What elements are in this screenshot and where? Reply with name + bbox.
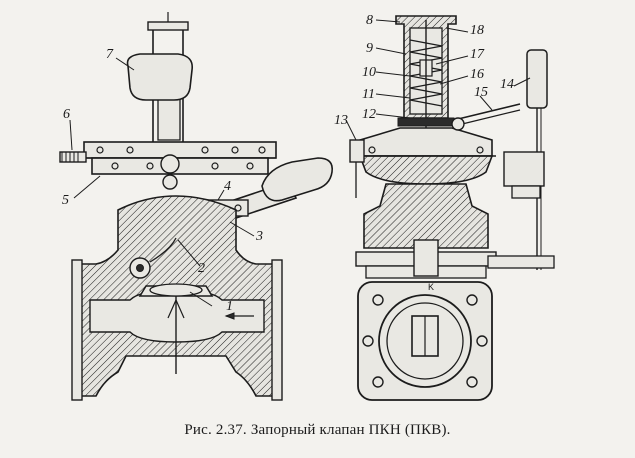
leader-lines — [69, 19, 531, 307]
diaphragm-housing-5 — [83, 141, 277, 190]
callout-18: 18 — [470, 23, 484, 38]
lever-15 — [451, 103, 521, 131]
callout-11: 11 — [362, 87, 375, 102]
callout-labels: 1 2 3 4 5 6 7 8 9 10 11 12 13 14 15 16 1… — [62, 13, 514, 314]
callout-17: 17 — [470, 47, 485, 62]
weight-7 — [126, 53, 194, 101]
adjusting-screw-6 — [59, 151, 87, 163]
callout-8: 8 — [366, 13, 373, 28]
inlet-mark: K — [428, 282, 434, 292]
left-view — [59, 12, 334, 401]
diaphragm-chamber — [356, 127, 496, 185]
callout-7: 7 — [106, 47, 114, 62]
callout-3: 3 — [255, 229, 263, 244]
callout-13: 13 — [334, 113, 348, 128]
callout-2: 2 — [198, 261, 205, 276]
callout-6: 6 — [63, 107, 70, 122]
callout-4: 4 — [224, 179, 231, 194]
callout-14: 14 — [500, 77, 514, 92]
figure-caption: Рис. 2.37. Запорный клапан ПКН (ПКВ). — [184, 422, 451, 438]
valve-body-right — [355, 183, 555, 279]
callout-16: 16 — [470, 67, 484, 82]
callout-12: 12 — [362, 107, 376, 122]
callout-5: 5 — [62, 193, 69, 208]
callout-10: 10 — [362, 65, 376, 80]
flange: K — [357, 281, 493, 401]
callout-1: 1 — [226, 299, 233, 314]
callout-15: 15 — [474, 85, 488, 100]
right-view: K — [349, 15, 555, 401]
valve-body-left — [71, 195, 283, 401]
spring-housing — [395, 15, 457, 160]
callout-9: 9 — [366, 41, 373, 56]
linkage-13 — [349, 139, 545, 199]
